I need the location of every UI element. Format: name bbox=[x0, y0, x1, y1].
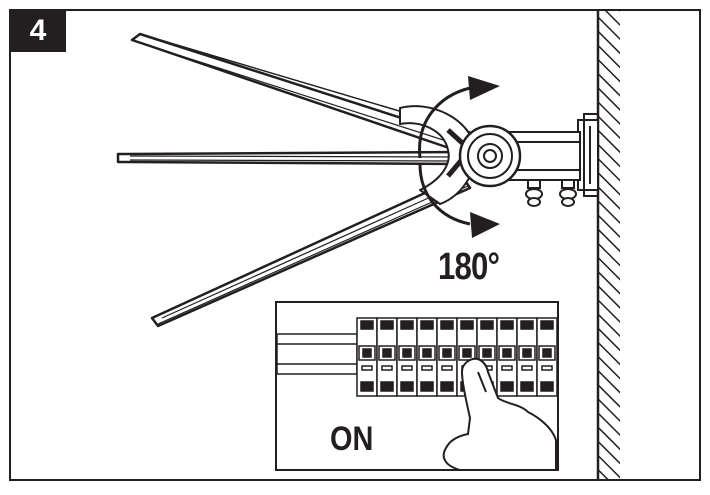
breaker-module bbox=[376, 317, 398, 397]
breaker-module bbox=[416, 317, 438, 397]
breaker-module bbox=[396, 317, 418, 397]
pointing-hand-icon bbox=[442, 357, 557, 471]
switch-on-label: ON bbox=[330, 420, 374, 458]
breaker-module bbox=[516, 317, 538, 397]
hatched-wall-icon bbox=[596, 10, 620, 480]
breaker-module bbox=[436, 317, 458, 397]
breaker-module bbox=[356, 317, 378, 397]
breaker-module bbox=[536, 317, 558, 397]
rotation-angle-label: 180° bbox=[438, 246, 500, 288]
diagram-frame bbox=[9, 9, 701, 481]
rotate-arrow-icon bbox=[418, 76, 500, 238]
street-lamp-head-icon bbox=[116, 32, 522, 328]
step-number-badge: 4 bbox=[10, 10, 66, 52]
wall-bracket bbox=[507, 113, 599, 207]
breaker-module bbox=[496, 317, 518, 397]
